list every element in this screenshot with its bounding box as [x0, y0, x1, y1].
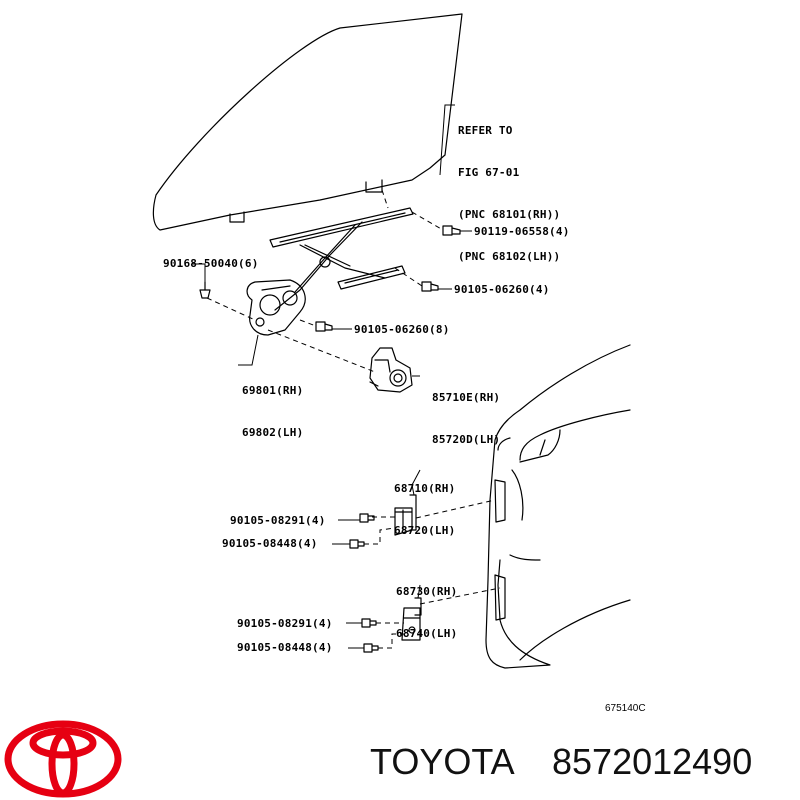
- callout-upper-bolt-2: 90105-08448(4): [222, 537, 318, 550]
- toyota-logo-marks: [4, 720, 122, 798]
- toyota-logo-icon: [4, 720, 122, 798]
- callout-motor: 85710E(RH) 85720D(LH): [432, 363, 500, 461]
- lower-hinge-rh: 68730(RH): [396, 585, 458, 598]
- glass-clip-2: [229, 211, 245, 223]
- upper-hinge-lh: 68720(LH): [394, 524, 456, 537]
- leader-lines: [192, 104, 472, 649]
- scissor-arms: [274, 221, 386, 311]
- figure-code: 675140C: [605, 703, 646, 714]
- window-motor: [369, 347, 413, 393]
- lower-hinge-bolt-2: [363, 643, 379, 653]
- callout-bolt-90119: 90119-06558(4): [474, 225, 570, 238]
- bolt-90168: [199, 281, 211, 299]
- glass-clip-1: [365, 179, 383, 193]
- refer-note: REFER TO FIG 67-01 (PNC 68101(RH)) (PNC …: [458, 96, 560, 278]
- callout-lower-hinge: 68730(RH) 68740(LH): [396, 557, 457, 655]
- lower-hinge-bolt-1: [361, 618, 377, 628]
- upper-hinge-bolt-1: [359, 513, 375, 523]
- callout-lower-bolt-2: 90105-08448(4): [237, 641, 333, 654]
- regulator-lh: 69802(LH): [242, 426, 304, 439]
- upper-rail: [269, 207, 414, 248]
- upper-hinge-rh: 68710(RH): [394, 482, 456, 495]
- lower-hinge: [401, 597, 422, 641]
- motor-rh: 85710E(RH): [432, 391, 501, 404]
- car-body: [485, 344, 631, 669]
- dashed-leaders: [206, 189, 501, 649]
- regulator-rh: 69801(RH): [242, 384, 304, 397]
- callout-upper-hinge: 68710(RH) 68720(LH): [394, 454, 455, 552]
- callout-upper-bolt-1: 90105-08291(4): [230, 514, 326, 527]
- callout-regulator: 69801(RH) 69802(LH): [242, 356, 303, 454]
- lower-rail: [337, 265, 406, 290]
- refer-note-line-4: (PNC 68102(LH)): [458, 250, 561, 263]
- callout-bolt-90105-a: 90105-06260(4): [454, 283, 550, 296]
- brand-name: TOYOTA: [370, 741, 515, 782]
- part-number: 8572012490: [552, 741, 753, 782]
- upper-hinge: [394, 494, 417, 536]
- callout-lower-bolt-1: 90105-08291(4): [237, 617, 333, 630]
- callout-bolt-90105-b: 90105-06260(8): [354, 323, 450, 336]
- motor-lh: 85720D(LH): [432, 433, 501, 446]
- bolt-90119: [442, 225, 461, 236]
- bolt-90105-a: [421, 281, 439, 292]
- regulator-plate: [246, 279, 306, 336]
- refer-note-line-2: FIG 67-01: [458, 166, 520, 179]
- refer-note-line-3: (PNC 68101(RH)): [458, 208, 561, 221]
- window-glass: [152, 13, 463, 231]
- lower-hinge-lh: 68740(LH): [396, 627, 458, 640]
- callout-bolt-90168: 90168-50040(6): [163, 257, 259, 270]
- bolt-90105-b: [315, 321, 333, 332]
- upper-hinge-bolt-2: [349, 539, 365, 549]
- refer-note-line-1: REFER TO: [458, 124, 513, 137]
